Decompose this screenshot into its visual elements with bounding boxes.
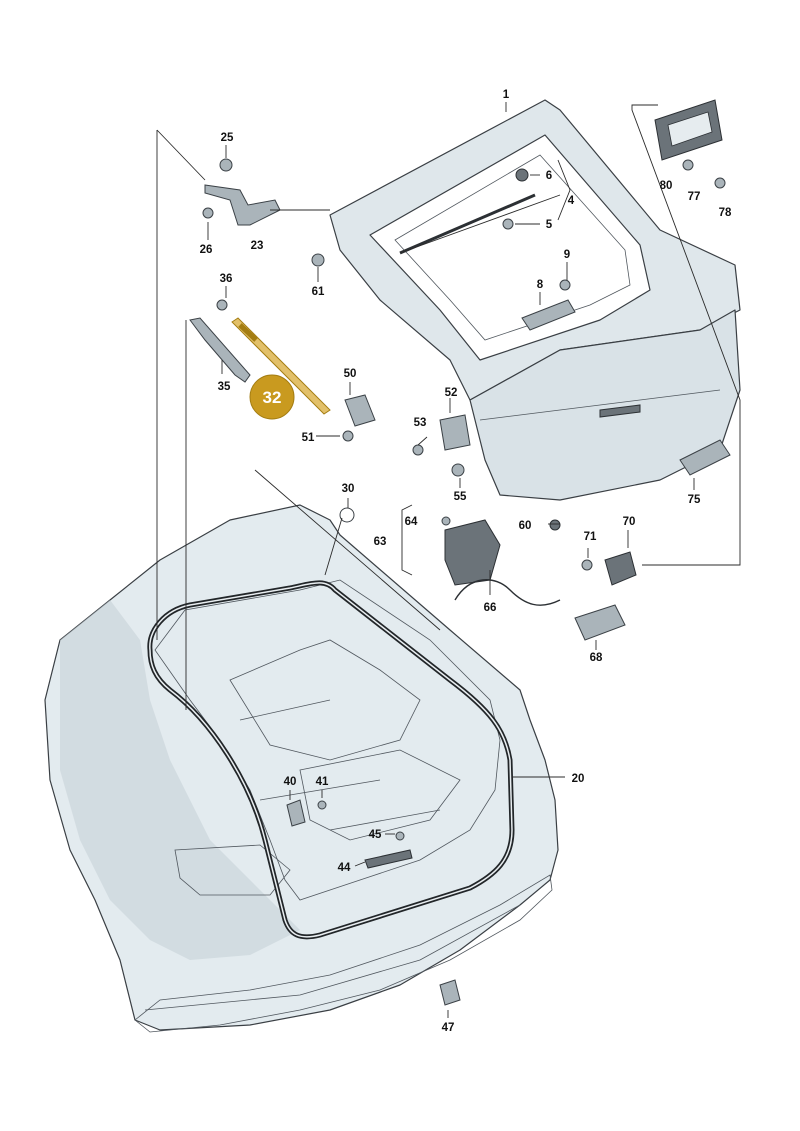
hinge-23 [204,184,281,226]
brake-light-8 [521,299,576,331]
glass-seal-strip [399,193,536,255]
callout-51[interactable]: 51 [302,432,315,444]
highlight-badge[interactable]: 32 [249,374,295,420]
bolt-36 [216,299,228,311]
release-cable-66 [454,579,561,606]
highlight-badge-label[interactable]: 32 [263,388,282,407]
callout-75[interactable]: 75 [688,494,701,506]
screw-78 [714,177,726,189]
bolt-25 [219,158,233,172]
callout-52[interactable]: 52 [445,387,458,399]
callout-23[interactable]: 23 [251,240,264,252]
car-rear-body [44,504,559,1033]
gas-strut-32 [231,317,331,415]
bracket-35 [189,317,251,383]
cap-30 [339,507,355,523]
screw-64 [441,516,451,526]
buffer-47 [439,979,461,1006]
callout-71[interactable]: 71 [584,531,597,543]
striker-52 [439,414,471,451]
callout-8[interactable]: 8 [537,279,544,291]
callout-60[interactable]: 60 [519,520,532,532]
callout-64[interactable]: 64 [405,516,418,528]
nut-60 [549,519,561,531]
trunk-well [299,749,461,841]
grommet-6 [515,168,529,182]
weatherstrip-highlight [149,582,513,938]
callout-1[interactable]: 1 [503,89,510,101]
bolt-26 [202,207,214,219]
tail-light-left [174,844,291,896]
tailgate-window-opening [369,134,651,361]
callout-80[interactable]: 80 [660,180,673,192]
license-light-lens [667,111,713,147]
callout-25[interactable]: 25 [221,132,234,144]
callout-44[interactable]: 44 [338,862,351,874]
bolt-51 [342,430,354,442]
bumper-crease [144,904,521,1011]
striker-44 [364,849,413,869]
callout-35[interactable]: 35 [218,381,231,393]
callout-45[interactable]: 45 [369,829,382,841]
callout-36[interactable]: 36 [220,273,233,285]
callout-20[interactable]: 20 [572,773,585,785]
gas-strut-body [238,323,258,342]
bump-stop-55 [451,463,465,477]
highlight-badge-circle[interactable] [249,374,295,420]
bracket-50 [344,394,376,427]
callout-6[interactable]: 6 [546,170,552,182]
hardware-parts [189,99,731,1006]
callout-53[interactable]: 53 [414,417,427,429]
bolt-45 [395,831,405,841]
callout-5[interactable]: 5 [546,219,553,231]
callout-70[interactable]: 70 [623,516,636,528]
callout-55[interactable]: 55 [454,491,467,503]
callout-labels: 1 4 5 6 8 9 20 23 25 26 30 35 36 40 41 4… [200,89,732,1034]
screw-41 [317,800,327,810]
rear-bumper [134,874,553,1033]
clip-61 [311,253,325,267]
nut-71 [581,559,593,571]
tailgate-assembly [329,99,741,501]
callout-77[interactable]: 77 [688,191,701,203]
callout-26[interactable]: 26 [200,244,213,256]
emblem-recess [599,404,641,418]
lock-70 [604,551,637,586]
switch-68 [574,604,626,641]
callout-4[interactable]: 4 [568,195,575,207]
callout-66[interactable]: 66 [484,602,497,614]
callout-47[interactable]: 47 [442,1022,455,1034]
callout-61[interactable]: 61 [312,286,325,298]
panel-crease [479,389,721,421]
trunk-tub [229,639,421,761]
callout-68[interactable]: 68 [590,652,603,664]
screw-77 [682,159,694,171]
bolt-53 [412,444,424,456]
handle-75 [679,439,731,476]
lock-actuator-63 [444,519,501,586]
callout-50[interactable]: 50 [344,368,357,380]
nut-9 [559,279,571,291]
trunk-lines [239,699,441,831]
leader-lines [156,102,741,1018]
screw-5 [502,218,514,230]
callout-41[interactable]: 41 [316,776,329,788]
quarter-panel-shade [60,600,300,960]
window-inner-edge [394,154,631,341]
callout-40[interactable]: 40 [284,776,297,788]
callout-78[interactable]: 78 [719,207,732,219]
callout-9[interactable]: 9 [564,249,570,261]
callout-30[interactable]: 30 [342,483,355,495]
callout-63[interactable]: 63 [374,536,387,548]
striker-40 [286,799,306,827]
